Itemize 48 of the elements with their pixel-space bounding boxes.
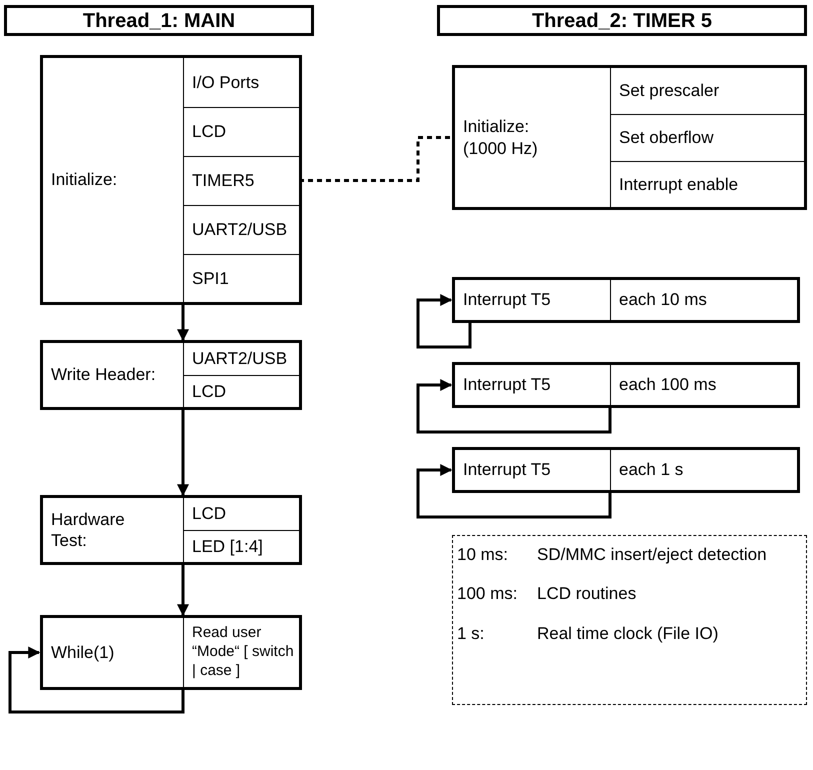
- table-cell: Interrupt enable: [610, 161, 804, 207]
- table-cell: TIMER5: [183, 156, 299, 205]
- table-cell: Set prescaler: [610, 68, 804, 114]
- task-description: Real time clock (File IO): [537, 622, 720, 644]
- process-block: [452, 65, 807, 210]
- process-block: [452, 362, 800, 408]
- process-block: [452, 447, 800, 493]
- process-block: [40, 340, 302, 410]
- table-cell: each 10 ms: [610, 280, 797, 320]
- table-cell: LCD: [183, 375, 299, 407]
- process-block: [452, 277, 800, 323]
- arrow: [177, 565, 189, 616]
- block-label: Interrupt T5: [463, 374, 552, 396]
- process-block: [40, 495, 302, 565]
- process-block: [40, 55, 302, 305]
- table-cell: Set oberflow: [610, 114, 804, 161]
- interval-label: 100 ms:: [457, 583, 518, 604]
- thread-header: Thread_2: TIMER 5: [437, 5, 807, 36]
- block-label: Hardware Test:: [51, 508, 126, 552]
- block-label: Initialize:: [51, 169, 118, 191]
- table-cell: UART2/USB: [183, 205, 299, 254]
- arrow: [177, 410, 189, 496]
- block-label: Interrupt T5: [463, 459, 552, 481]
- table-cell: LED [1:4]: [183, 530, 299, 562]
- interval-label: 1 s:: [457, 622, 486, 644]
- table-cell: LCD: [183, 107, 299, 156]
- interval-label: 10 ms:: [457, 544, 510, 566]
- table-cell: I/O Ports: [183, 58, 299, 107]
- table-cell: each 1 s: [610, 450, 797, 490]
- arrow: [416, 379, 612, 434]
- table-cell: Read user “Mode“ [ switch | case ]: [183, 618, 299, 687]
- block-label: While(1): [51, 642, 116, 664]
- block-label: Write Header:: [51, 364, 157, 386]
- table-cell: LCD: [183, 498, 299, 530]
- arrow: [8, 646, 184, 714]
- process-block: [40, 615, 302, 690]
- thread-header: Thread_1: MAIN: [4, 5, 314, 36]
- arrow: [416, 294, 472, 348]
- table-cell: each 100 ms: [610, 365, 797, 405]
- table-cell: UART2/USB: [183, 343, 299, 375]
- arrow: [177, 305, 189, 342]
- table-cell: SPI1: [183, 254, 299, 302]
- task-description: SD/MMC insert/eject detection: [537, 544, 768, 566]
- block-label: Interrupt T5: [463, 289, 552, 311]
- block-label: Initialize: (1000 Hz): [463, 116, 539, 159]
- task-description: LCD routines: [537, 583, 638, 604]
- arrow: [416, 464, 612, 518]
- note-panel: [452, 535, 807, 705]
